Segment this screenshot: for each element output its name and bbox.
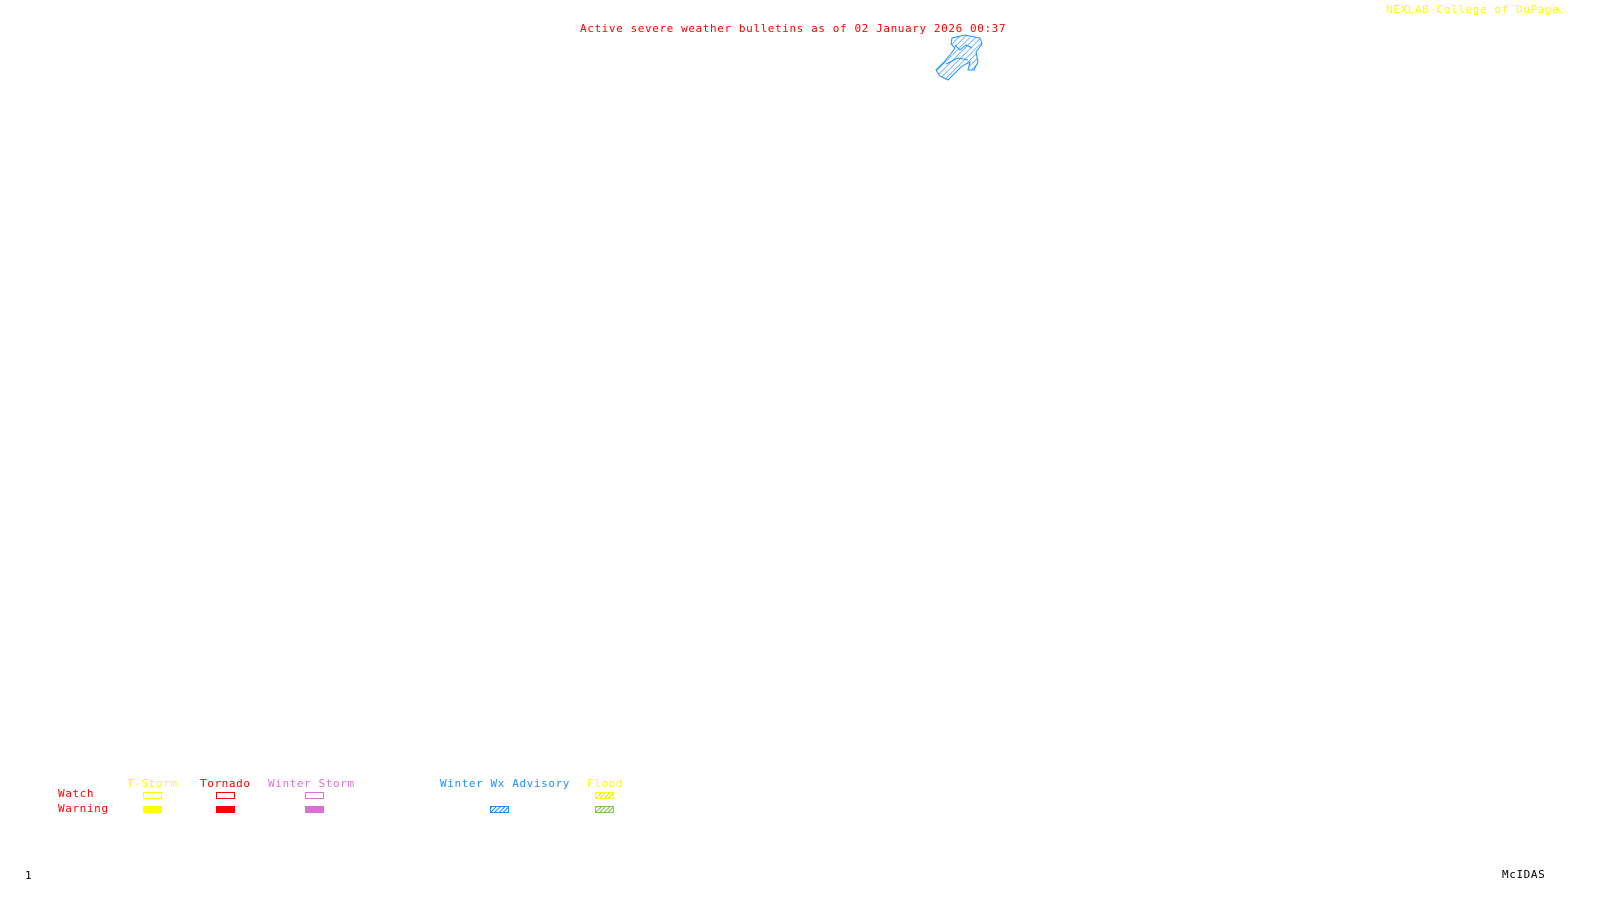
legend-header-flood: Flood — [587, 777, 624, 790]
software-label: McIDAS — [1502, 868, 1546, 881]
frame-number: 1 — [25, 869, 33, 882]
flood-warning-swatch — [595, 806, 614, 813]
legend-header-tstorm: T-Storm — [127, 777, 178, 790]
credit-label: NEXLAB-College of DuPage — [1386, 3, 1560, 16]
legend-header-winter-wx-advisory: Winter Wx Advisory — [440, 777, 571, 790]
tornado-watch-swatch — [216, 792, 235, 799]
legend-row-watch: Watch — [58, 787, 95, 800]
winter-storm-watch-swatch — [305, 792, 324, 799]
legend-header-winter-storm: Winter Storm — [268, 777, 355, 790]
winter-wx-advisory-swatch — [490, 806, 509, 813]
winter-advisory-polygon[interactable] — [935, 34, 983, 81]
tstorm-warning-swatch — [143, 806, 162, 813]
winter-storm-warning-swatch — [305, 806, 324, 813]
map-title: Active severe weather bulletins as of 02… — [580, 22, 1007, 35]
tornado-warning-swatch — [216, 806, 235, 813]
flood-watch-swatch — [595, 792, 614, 799]
legend-row-warning: Warning — [58, 802, 109, 815]
tstorm-watch-swatch — [143, 792, 162, 799]
legend-header-tornado: Tornado — [200, 777, 251, 790]
cursor-arrow-icon: ↖ — [1555, 2, 1563, 16]
